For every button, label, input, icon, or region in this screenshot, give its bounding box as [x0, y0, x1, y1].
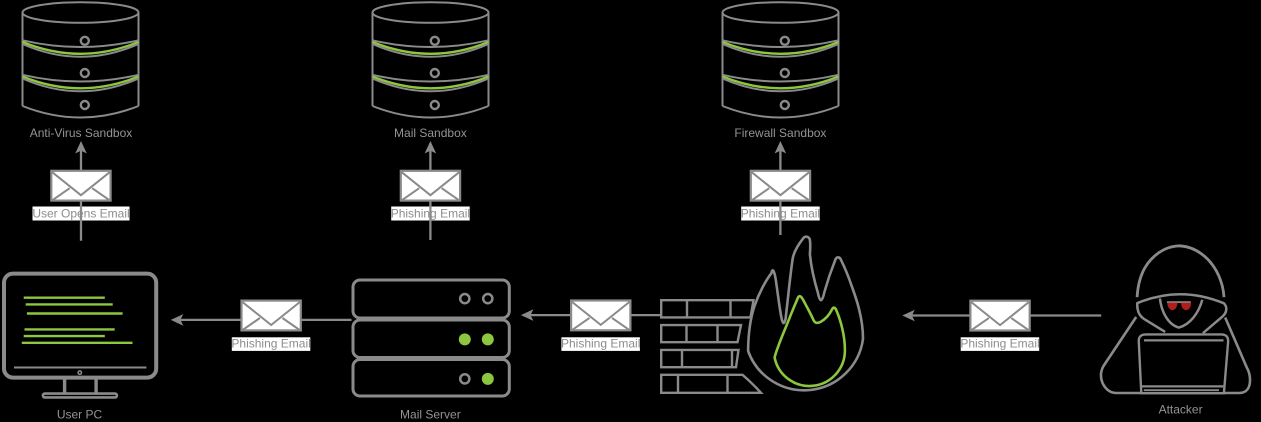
svg-text:Firewall Sandbox: Firewall Sandbox — [734, 126, 826, 140]
svg-text:Mail Server: Mail Server — [400, 407, 461, 421]
svg-text:Phishing Email: Phishing Email — [231, 336, 310, 350]
svg-text:Phishing Email: Phishing Email — [960, 336, 1039, 350]
svg-text:Phishing Email: Phishing Email — [561, 336, 640, 350]
svg-text:Anti-Virus Sandbox: Anti-Virus Sandbox — [30, 126, 133, 140]
svg-text:Attacker: Attacker — [1159, 402, 1203, 416]
svg-text:User PC: User PC — [57, 407, 103, 421]
svg-text:Mail Sandbox: Mail Sandbox — [394, 126, 467, 140]
